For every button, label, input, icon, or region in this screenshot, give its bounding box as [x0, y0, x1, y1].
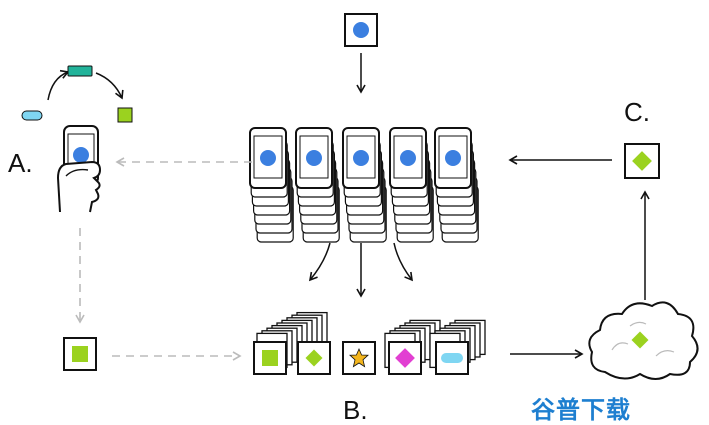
sky-pill-icon	[21, 110, 43, 121]
phone-fleet	[249, 127, 479, 243]
pill-icon	[435, 341, 469, 375]
user-device-a	[21, 65, 133, 213]
diamond-icon	[631, 331, 649, 349]
phone-icon	[342, 127, 380, 189]
phone-icon	[434, 127, 472, 189]
star-icon	[342, 341, 376, 375]
watermark-text: 谷普下载	[531, 396, 631, 424]
square-icon	[253, 341, 287, 375]
local-update-card	[63, 337, 97, 371]
improved-model-card	[624, 143, 660, 179]
phone-icon	[295, 127, 333, 189]
cycle-arrow-right	[95, 72, 124, 100]
model-dot-icon	[353, 22, 369, 38]
cycle-arrow-left	[47, 69, 70, 101]
phone-icon	[389, 127, 427, 189]
diamond-icon	[388, 341, 422, 375]
label-b: B.	[343, 395, 368, 425]
cloud-icon	[588, 301, 699, 380]
phone-icon	[249, 127, 287, 189]
label-c: C.	[624, 97, 650, 127]
diamond-icon	[297, 341, 331, 375]
global-model-card	[344, 13, 378, 47]
update-stacks	[253, 311, 486, 375]
label-a: A.	[8, 148, 33, 178]
lime-square-icon	[117, 107, 133, 123]
teal-bar-icon	[67, 65, 93, 77]
square-icon	[72, 346, 88, 362]
arrows-to-updates	[308, 242, 413, 298]
